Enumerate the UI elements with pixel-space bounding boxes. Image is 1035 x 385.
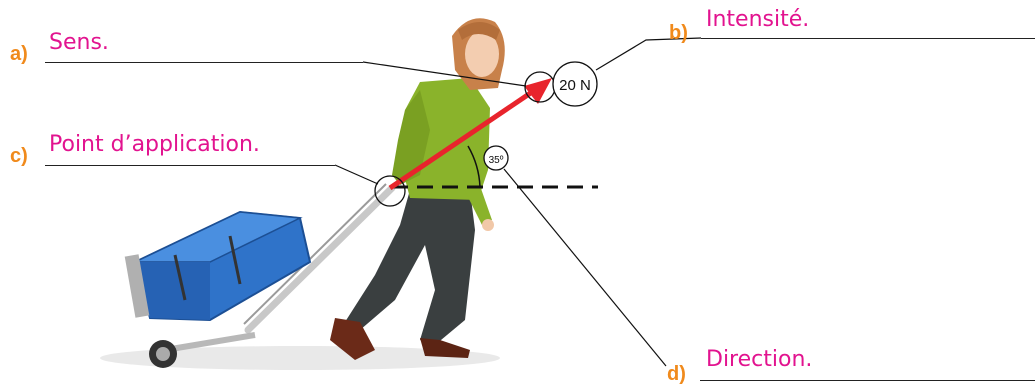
label-d-letter: d): [667, 363, 686, 385]
label-c-letter: c): [10, 145, 28, 167]
intensity-circle: [552, 61, 598, 107]
angle-circle: [483, 145, 509, 171]
force-arrow-head: [524, 78, 552, 104]
angle-arc: [467, 145, 481, 188]
suitcase: [124, 210, 312, 368]
intensity-value: 20 N: [559, 77, 591, 94]
angle-value: 35º: [489, 155, 504, 166]
label-a-underline: [45, 62, 363, 63]
label-b-letter: b): [669, 22, 688, 44]
force-arrow-shaft: [388, 87, 537, 191]
leader-a: [362, 61, 527, 87]
label-b-underline: [701, 38, 1035, 39]
woman-head: [452, 18, 505, 90]
label-c-underline: [45, 165, 335, 166]
label-d-text: Direction.: [706, 347, 813, 372]
label-a-text: Sens.: [49, 30, 109, 55]
ground-shadow: [100, 346, 500, 370]
leader-lines: [334, 37, 702, 367]
leader-d: [503, 168, 667, 367]
leader-c: [334, 164, 379, 185]
label-d-underline: [700, 380, 1035, 381]
label-a-letter: a): [10, 43, 28, 65]
leader-b: [595, 37, 702, 71]
trolley-handle: [164, 183, 396, 353]
label-c-text: Point d’application.: [49, 132, 260, 157]
woman-torso: [392, 78, 494, 231]
application-point-circle: [374, 175, 406, 207]
woman-legs: [330, 190, 475, 360]
label-b-text: Intensité.: [706, 7, 810, 32]
